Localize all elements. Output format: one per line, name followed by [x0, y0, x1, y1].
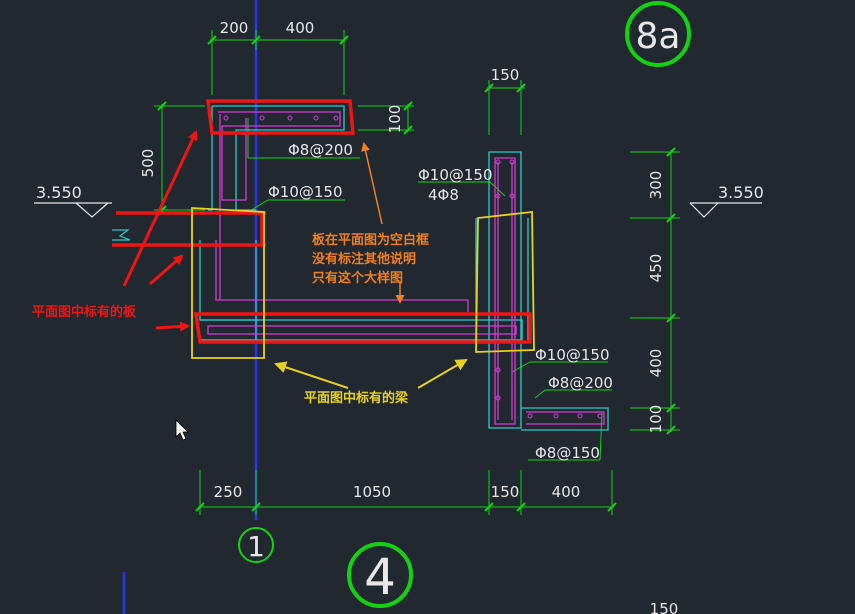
rebar-right-mid-stirrup: Φ10@150	[535, 346, 610, 364]
slab-note-line-2: 没有标注其他说明	[312, 251, 416, 267]
rebar-right-stirrup: Φ10@150	[418, 166, 493, 184]
dim-top-150: 150	[491, 66, 520, 84]
dim-right-450: 450	[647, 254, 665, 283]
dim-right-100: 100	[647, 405, 665, 434]
mouse-pointer-icon	[175, 419, 189, 441]
rebar-right-bars: 4Φ8	[428, 186, 459, 204]
plan-beam-frames	[191, 207, 535, 359]
dim-bottom-150: 150	[491, 483, 520, 501]
dimension-ticks	[157, 35, 676, 512]
rebar-right-bottom: Φ8@150	[535, 444, 600, 462]
rebar-dots	[223, 115, 603, 419]
orange-arrows	[361, 142, 405, 304]
dim-right-400: 400	[647, 349, 665, 378]
red-arrows	[122, 130, 198, 332]
level-left: 3.550	[36, 183, 82, 202]
detail-id-label: 8a	[636, 16, 681, 57]
dim-bottom-400: 400	[552, 483, 581, 501]
dim-right-300: 300	[647, 171, 665, 200]
rebar-left-stirrup: Φ10@150	[268, 183, 343, 201]
dim-top-200: 200	[220, 19, 249, 37]
rebar-lines	[207, 111, 605, 425]
plan-beam-label: 平面图中标有的梁	[304, 390, 409, 406]
plan-slab-label: 平面图中标有的板	[32, 304, 137, 320]
rebar-right-slab: Φ8@200	[548, 374, 613, 392]
rebar-top-slab: Φ8@200	[288, 141, 353, 159]
slab-note-line-3: 只有这个大样图	[312, 270, 403, 286]
dim-left-500: 500	[139, 149, 157, 178]
dim-bottom-250: 250	[214, 483, 243, 501]
level-symbols	[34, 202, 762, 218]
axis-bubbles	[238, 1, 691, 608]
axis-1-label: 1	[247, 530, 265, 563]
yellow-arrows	[274, 358, 468, 389]
axis-4-label: 4	[364, 548, 396, 606]
dim-clipped-150: 150	[650, 600, 679, 614]
break-line-symbol	[112, 229, 131, 241]
plan-slab-frames	[112, 99, 532, 344]
level-right: 3.550	[718, 183, 764, 202]
dim-top-400: 400	[286, 19, 315, 37]
dim-bottom-1050: 1050	[353, 483, 391, 501]
slab-note-line-1: 板在平面图为空白框	[312, 232, 429, 248]
dim-slab-100: 100	[386, 105, 404, 134]
